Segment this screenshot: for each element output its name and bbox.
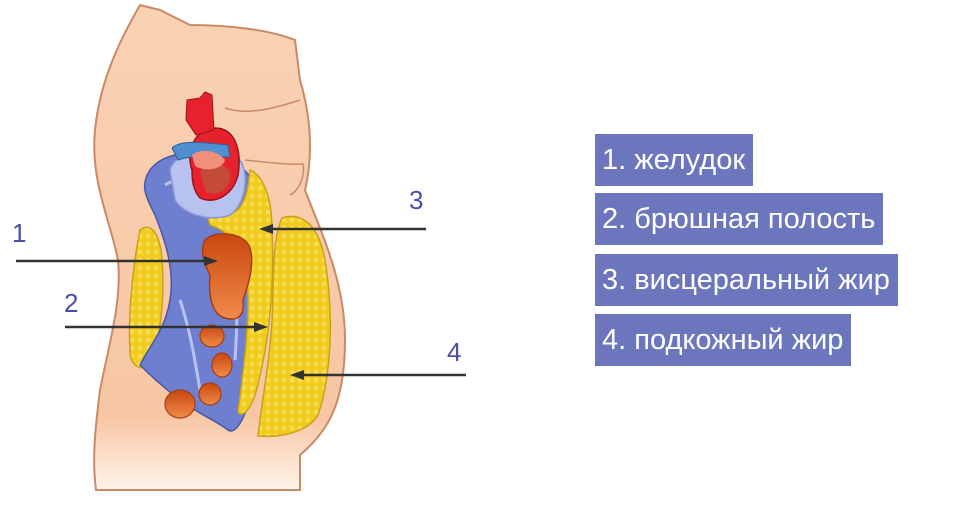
callout-number-1: 1 [12,218,27,248]
arrow-2 [65,322,268,332]
callout-number-4: 4 [447,337,462,367]
intestine-loop [199,324,225,348]
legend-item-subcutaneous-fat: 4. подкожный жир [595,314,852,366]
stomach [201,233,253,320]
arrow-1 [16,256,218,266]
intestine-loop [164,389,196,419]
legend-item-abdominal-cavity: 2. брюшная полость [595,193,884,245]
callout-number-2: 2 [64,288,79,318]
arrow-4 [290,370,466,380]
arrow-3 [259,224,426,234]
subcutaneous-fat-front [257,215,332,438]
intestine-loop [198,382,222,406]
legend-item-stomach: 1. желудок [595,134,754,186]
callout-number-3: 3 [409,185,424,215]
legend-item-visceral-fat: 3. висцеральный жир [595,254,898,306]
intestine-loop [211,352,233,378]
